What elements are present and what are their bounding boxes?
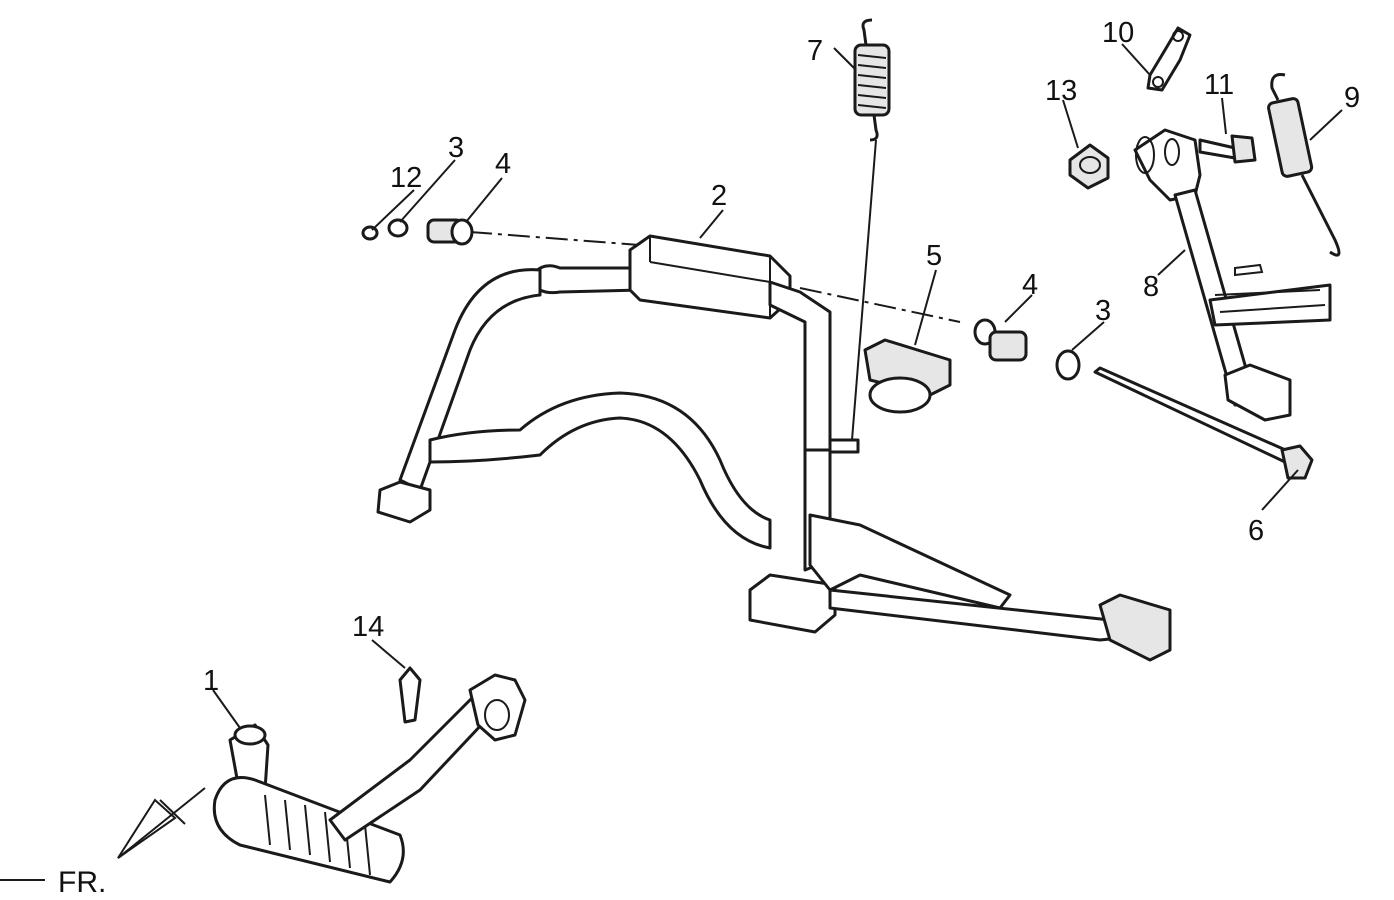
- main-stand: [376, 234, 1172, 662]
- callout-2: 2: [711, 180, 727, 212]
- bolt-11: [1198, 134, 1257, 164]
- callout-10: 10: [1102, 17, 1134, 49]
- callout-12: 12: [390, 162, 422, 194]
- callout-4-right: 4: [1022, 269, 1038, 301]
- front-direction-arrow: [0, 787, 206, 881]
- left-hardware: [361, 218, 474, 246]
- pinch-bolt-14: [398, 666, 422, 724]
- front-direction-label: FR.: [58, 866, 106, 899]
- callout-3-right: 3: [1095, 295, 1111, 327]
- callout-8: 8: [1143, 271, 1159, 303]
- leader-lines: [212, 43, 1343, 729]
- kick-starter: [212, 673, 527, 884]
- side-stand: [1133, 128, 1332, 422]
- callout-1: 1: [203, 665, 219, 697]
- nut-13: [1068, 143, 1110, 190]
- callout-7: 7: [807, 35, 823, 67]
- rubber-stopper: [863, 338, 952, 414]
- pivot-axis-line: [469, 231, 961, 323]
- callout-6: 6: [1248, 515, 1264, 547]
- callout-9: 9: [1344, 82, 1360, 114]
- side-stand-spring: [1267, 73, 1341, 257]
- callout-4-left: 4: [495, 148, 511, 180]
- right-hardware: [973, 318, 1314, 480]
- callout-13: 13: [1045, 75, 1077, 107]
- bracket-plate: [1146, 26, 1192, 92]
- callout-11: 11: [1204, 69, 1234, 101]
- callout-5: 5: [926, 240, 942, 272]
- callout-3-left: 3: [448, 132, 464, 164]
- stand-spring: [851, 18, 891, 441]
- callout-14: 14: [352, 611, 384, 643]
